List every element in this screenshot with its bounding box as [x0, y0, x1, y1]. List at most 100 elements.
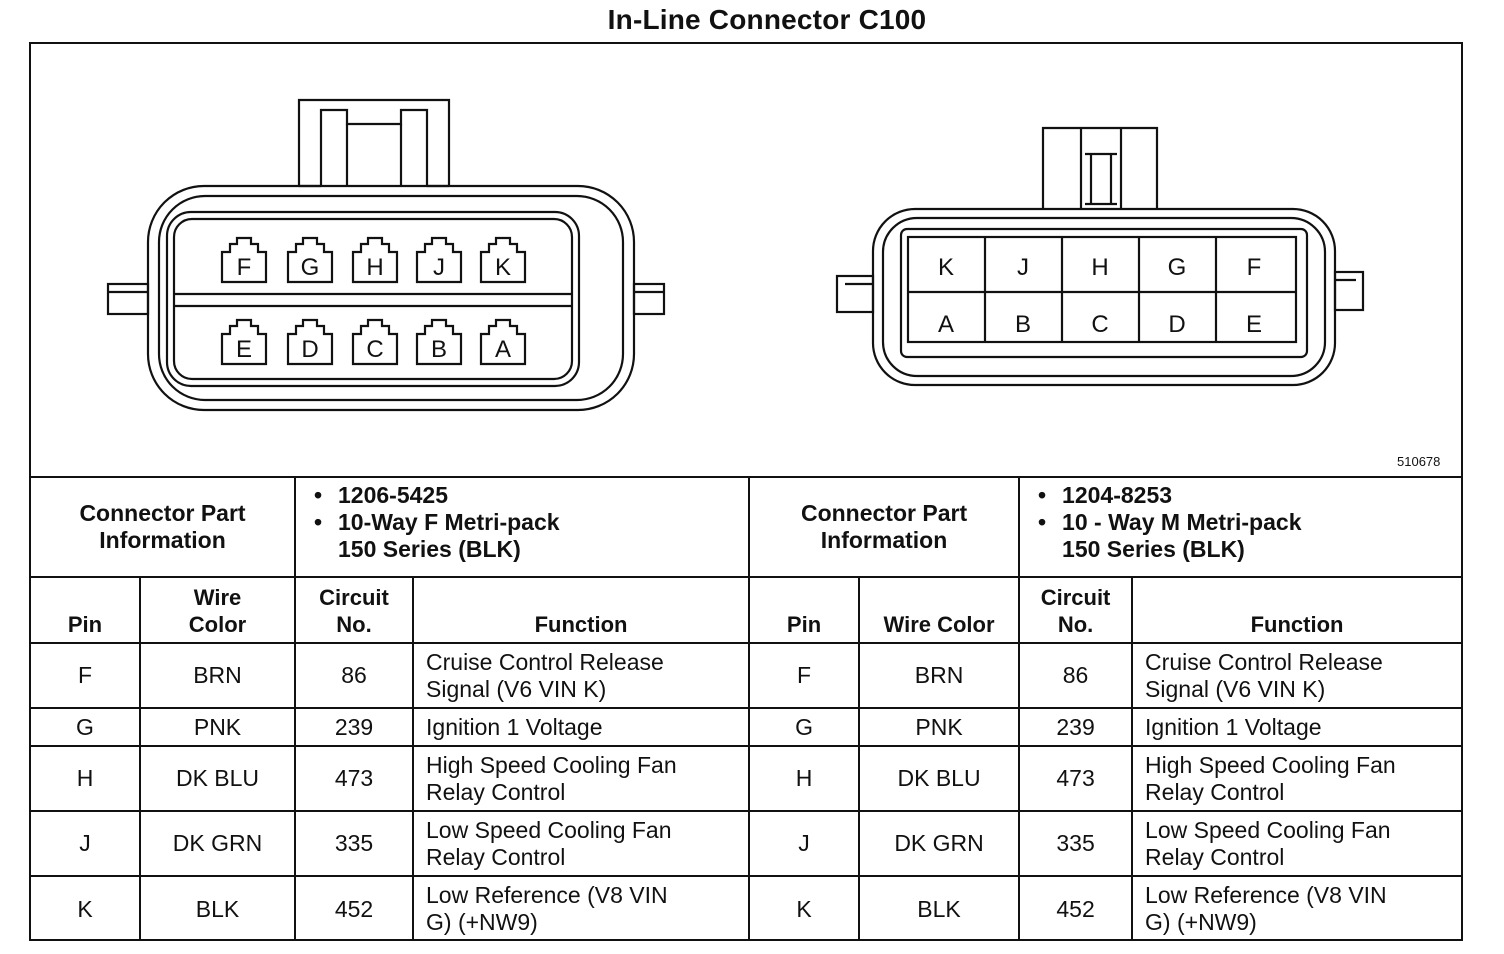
left-connector-body [106, 98, 666, 412]
right-circuit-cell: 86 [1018, 642, 1134, 709]
left-circuit-header: Circuit No. [294, 576, 415, 644]
figure-id: 510678 [1397, 454, 1441, 469]
left-part-info: 1206-5425 10-Way F Metri-pack 150 Series… [294, 476, 751, 578]
right-wire-cell: DK GRN [858, 810, 1021, 877]
pin-cavity-f [220, 236, 268, 284]
left-part-label: Connector Part Information [31, 476, 297, 578]
right-pin-cell: G [748, 707, 861, 747]
pin-cavity-k [479, 236, 527, 284]
left-pin-cell: H [31, 745, 141, 812]
right-wire-cell: BLK [858, 875, 1021, 941]
left-part-number: 1206-5425 [314, 482, 748, 509]
right-wire-color-header: Wire Color [858, 576, 1021, 644]
left-part-series: 150 Series (BLK) [338, 536, 521, 562]
pin-label-g: G [1168, 254, 1187, 281]
right-wire-cell: DK BLU [858, 745, 1021, 812]
pin-label-k: K [495, 254, 511, 281]
left-pin-cell: K [31, 875, 141, 941]
left-circuit-cell: 452 [294, 875, 415, 941]
left-pin-cell: F [31, 642, 141, 709]
right-pin-cell: H [748, 745, 861, 812]
left-wire-cell: PNK [138, 707, 297, 747]
page-title: In-Line Connector C100 [607, 4, 927, 35]
pin-label-h: H [1091, 254, 1108, 281]
pin-cavity-e [220, 318, 268, 366]
pin-label-f: F [237, 254, 252, 281]
left-function-header: Function [412, 576, 751, 644]
right-circuit-cell: 239 [1018, 707, 1134, 747]
left-wire-cell: DK GRN [138, 810, 297, 877]
right-part-info: 1204-8253 10 - Way M Metri-pack 150 Seri… [1018, 476, 1462, 578]
left-wire-cell: BLK [138, 875, 297, 941]
left-circuit-cell: 335 [294, 810, 415, 877]
right-circuit-header: Circuit No. [1018, 576, 1134, 644]
pin-label-b: B [431, 336, 447, 363]
pin-cavity-b [415, 318, 463, 366]
right-pin-header: Pin [748, 576, 861, 644]
left-wire-cell: BRN [138, 642, 297, 709]
pin-label-j: J [1017, 254, 1029, 281]
pin-cavity-a [479, 318, 527, 366]
pin-cavity-g [286, 236, 334, 284]
left-circuit-cell: 239 [294, 707, 415, 747]
right-pin-cell: F [748, 642, 861, 709]
right-wire-cell: PNK [858, 707, 1021, 747]
left-circuit-cell: 473 [294, 745, 415, 812]
pin-label-e: E [236, 336, 252, 363]
pin-label-g: G [301, 254, 320, 281]
pin-label-k: K [938, 254, 954, 281]
right-function-cell: Ignition 1 Voltage [1131, 707, 1462, 747]
right-circuit-cell: 452 [1018, 875, 1134, 941]
right-part-series: 150 Series (BLK) [1062, 536, 1245, 562]
pin-label-d: D [301, 336, 318, 363]
table-row: G PNK 239 Ignition 1 Voltage G PNK 239 I… [31, 707, 1462, 747]
right-function-header: Function [1131, 576, 1462, 644]
pin-table: Connector Part Information 1206-5425 10-… [31, 476, 1462, 941]
pin-label-c: C [366, 336, 383, 363]
left-function-cell: Ignition 1 Voltage [412, 707, 751, 747]
right-connector-body [835, 126, 1365, 387]
right-pin-cell: K [748, 875, 861, 941]
left-pin-cell: J [31, 810, 141, 877]
left-pin-cell: G [31, 707, 141, 747]
pin-label-a: A [495, 336, 511, 363]
pin-label-j: J [433, 254, 445, 281]
right-part-type: 10 - Way M Metri-pack [1038, 509, 1461, 536]
pin-cavity-d [286, 318, 334, 366]
right-circuit-cell: 473 [1018, 745, 1134, 812]
left-circuit-cell: 86 [294, 642, 415, 709]
pin-label-b: B [1015, 311, 1031, 338]
right-pin-cell: J [748, 810, 861, 877]
pin-cavity-j [415, 236, 463, 284]
pin-label-d: D [1168, 311, 1185, 338]
pin-label-e: E [1246, 311, 1262, 338]
pin-cavity-c [351, 318, 399, 366]
right-wire-cell: BRN [858, 642, 1021, 709]
left-wire-color-header: Wire Color [138, 576, 297, 644]
left-part-type: 10-Way F Metri-pack [314, 509, 748, 536]
column-header-row: Pin Wire Color Circuit No. Function Pin … [31, 576, 1462, 644]
right-part-number: 1204-8253 [1038, 482, 1461, 509]
pin-cavity-h [351, 236, 399, 284]
right-circuit-cell: 335 [1018, 810, 1134, 877]
pin-label-h: H [366, 254, 383, 281]
right-part-label: Connector Part Information [748, 476, 1021, 578]
part-info-row: Connector Part Information 1206-5425 10-… [31, 476, 1462, 578]
pin-label-c: C [1091, 311, 1108, 338]
